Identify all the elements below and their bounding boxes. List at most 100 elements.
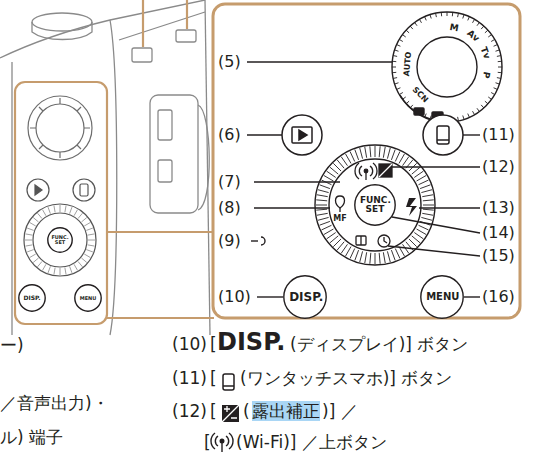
button-name: DISP. <box>217 328 285 357</box>
control-dial-ridges <box>375 146 376 157</box>
smartphone-icon <box>223 374 234 390</box>
callout-number: (12) <box>482 157 515 176</box>
camera-dial-ridges <box>88 240 95 241</box>
dial-icons <box>378 235 390 247</box>
cropped-text: ル) 端子 <box>0 427 63 447</box>
camera-dial-ridges <box>38 261 42 266</box>
dial-icons <box>360 236 361 245</box>
mode-dial <box>392 12 502 122</box>
control-dial-ridges <box>387 251 390 262</box>
camera-body <box>0 0 205 58</box>
bracket: [ <box>210 334 217 354</box>
control-dial-ridges <box>318 190 329 193</box>
control-dial-ridges <box>412 236 420 243</box>
camera-mode-dial <box>36 104 84 152</box>
mode-dial-ridges <box>498 67 502 68</box>
mode-dial-ridges <box>425 17 427 21</box>
control-dial-ridges <box>330 167 338 174</box>
smartphone-button <box>423 115 463 155</box>
camera-dial-ridges <box>25 205 95 275</box>
control-dial-ridges <box>350 249 355 259</box>
control-dial-ridges <box>379 253 381 264</box>
mode-dial-ridges <box>406 101 409 104</box>
leader-line <box>392 217 480 233</box>
control-dial-ridges <box>320 221 330 225</box>
leader-line <box>463 134 480 135</box>
camera-body <box>150 95 198 213</box>
control-dial-ridges <box>324 229 334 235</box>
camera-dial-ridges <box>70 207 72 214</box>
control-dial-ridges <box>369 146 371 157</box>
camera-mode-dial <box>28 96 92 160</box>
dial-mark: AUTO <box>403 51 413 76</box>
dial-icons <box>384 237 387 243</box>
camera-body <box>119 12 205 40</box>
camera-dial-ridges <box>84 223 90 227</box>
leader-line <box>247 134 282 135</box>
leader-line <box>254 181 340 182</box>
detail-panel <box>213 4 520 318</box>
camera-dial-ridges <box>81 218 86 222</box>
camera-dial-ridges <box>25 240 32 241</box>
callout-number: (6) <box>218 125 241 144</box>
mode-dial-ridges <box>468 114 470 118</box>
mode-dial-ridges <box>395 50 399 51</box>
button: MENU <box>420 275 464 319</box>
control-dial-ridges <box>391 150 395 160</box>
wifi-icon <box>221 443 222 452</box>
exposure-icon <box>222 405 239 422</box>
camera-dial-ridges <box>81 258 86 262</box>
control-dial-ridges <box>327 171 336 177</box>
mode-dial-ridges <box>410 26 413 29</box>
smartphone-button <box>437 126 449 144</box>
mode-dial-ridges <box>392 67 396 68</box>
camera-body <box>198 105 209 210</box>
camera-dial-ridges <box>70 266 72 273</box>
mode-dial-ridges <box>463 15 464 19</box>
bracket: [ <box>210 368 217 388</box>
dial-icons <box>379 164 392 177</box>
camera-dial-ridges <box>78 261 82 266</box>
camera-body <box>11 62 12 335</box>
camera-buttons <box>35 185 42 195</box>
mode-dial-ridges <box>395 83 399 84</box>
mode-dial-ridges <box>498 72 502 73</box>
button-label: MENU <box>426 292 458 302</box>
mode-dial-ridges <box>420 111 422 114</box>
camera-dial-ridges <box>88 245 95 246</box>
leader-line <box>392 166 480 167</box>
mode-dial-ridges <box>403 97 406 99</box>
leader-line <box>419 207 480 208</box>
control-dial-ridges <box>423 205 434 206</box>
camera-dial-ridges <box>74 210 78 216</box>
mode-dial-ridges <box>403 35 406 37</box>
mode-dial-ridges <box>485 30 488 33</box>
dial-icons <box>339 208 340 212</box>
dial-mark: MF <box>333 215 346 223</box>
mode-dial-ridges <box>392 72 396 73</box>
camera-buttons <box>80 184 88 196</box>
control-dial-ridges <box>324 176 334 182</box>
camera-body <box>158 110 172 140</box>
mode-dial-ridges <box>392 12 502 122</box>
control-dial-ridges <box>383 252 385 263</box>
camera-body <box>110 20 117 335</box>
camera-body <box>32 22 92 40</box>
mode-dial-ridges <box>397 45 401 47</box>
leader-line <box>247 61 392 62</box>
mode-dial-ridges <box>452 12 453 16</box>
mode-dial-ridges <box>393 77 397 79</box>
control-dial-ridges <box>322 225 332 230</box>
button: FUNC. SET <box>47 227 73 253</box>
mode-dial-ridges <box>491 40 494 42</box>
control-dial-ridges <box>346 247 352 257</box>
mode-dial-ridges <box>457 13 459 17</box>
camera-dial-ridges <box>54 206 55 213</box>
mode-dial <box>417 37 477 97</box>
camera-dial-ridges <box>84 254 90 258</box>
control-dial-ridges <box>318 217 329 220</box>
camera-body <box>176 30 196 42</box>
mode-dial-ridges <box>399 93 402 95</box>
mode-dial-ridges <box>494 45 498 47</box>
dial-mark: Tv <box>479 46 492 60</box>
